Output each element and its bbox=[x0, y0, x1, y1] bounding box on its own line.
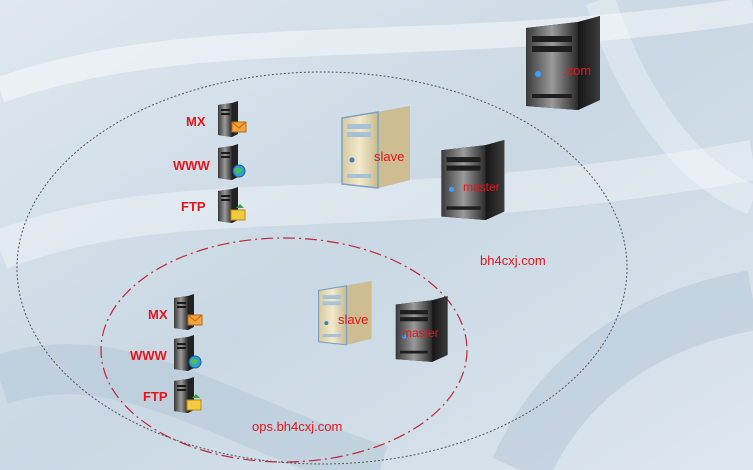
web-server-icon bbox=[218, 144, 246, 180]
ftp-server-icon bbox=[174, 377, 202, 413]
inner-slave-label: slave bbox=[338, 312, 369, 327]
inner-mx-label: MX bbox=[148, 307, 168, 322]
inner-mx-server[interactable] bbox=[170, 293, 204, 331]
inner-ftp-label: FTP bbox=[143, 389, 168, 404]
inner-zone-label: ops.bh4cxj.com bbox=[252, 419, 343, 434]
root-server[interactable] bbox=[522, 14, 602, 112]
outer-slave-server[interactable] bbox=[340, 104, 412, 190]
mail-server-icon bbox=[174, 294, 203, 330]
outer-zone-label: bh4cxj.com bbox=[480, 253, 546, 268]
mail-server-icon bbox=[218, 101, 247, 137]
outer-mx-label: MX bbox=[186, 114, 206, 129]
black-server-icon bbox=[441, 140, 505, 220]
beige-server-icon bbox=[341, 106, 410, 189]
inner-ftp-server[interactable] bbox=[170, 376, 204, 414]
black-server-icon bbox=[395, 296, 448, 362]
ftp-server-icon bbox=[218, 187, 246, 223]
inner-www-server[interactable] bbox=[170, 334, 204, 372]
inner-www-label: WWW bbox=[130, 348, 167, 363]
outer-ftp-server[interactable] bbox=[214, 186, 248, 224]
outer-www-label: WWW bbox=[173, 158, 210, 173]
inner-slave-server[interactable] bbox=[317, 279, 373, 347]
inner-master-label: master bbox=[402, 326, 439, 340]
outer-mx-server[interactable] bbox=[214, 100, 248, 138]
inner-master-server[interactable] bbox=[393, 294, 449, 364]
root-server-label: .com bbox=[563, 63, 592, 78]
outer-ftp-label: FTP bbox=[181, 199, 206, 214]
inner-zone-boundary bbox=[100, 237, 468, 463]
outer-www-server[interactable] bbox=[214, 143, 248, 181]
black-server-icon bbox=[526, 16, 600, 110]
beige-server-icon bbox=[317, 281, 372, 346]
outer-slave-label: slave bbox=[374, 149, 405, 164]
outer-zone-boundary bbox=[16, 71, 628, 465]
web-server-icon bbox=[174, 335, 202, 371]
outer-master-server[interactable] bbox=[438, 137, 506, 223]
outer-master-label: master bbox=[463, 180, 500, 194]
